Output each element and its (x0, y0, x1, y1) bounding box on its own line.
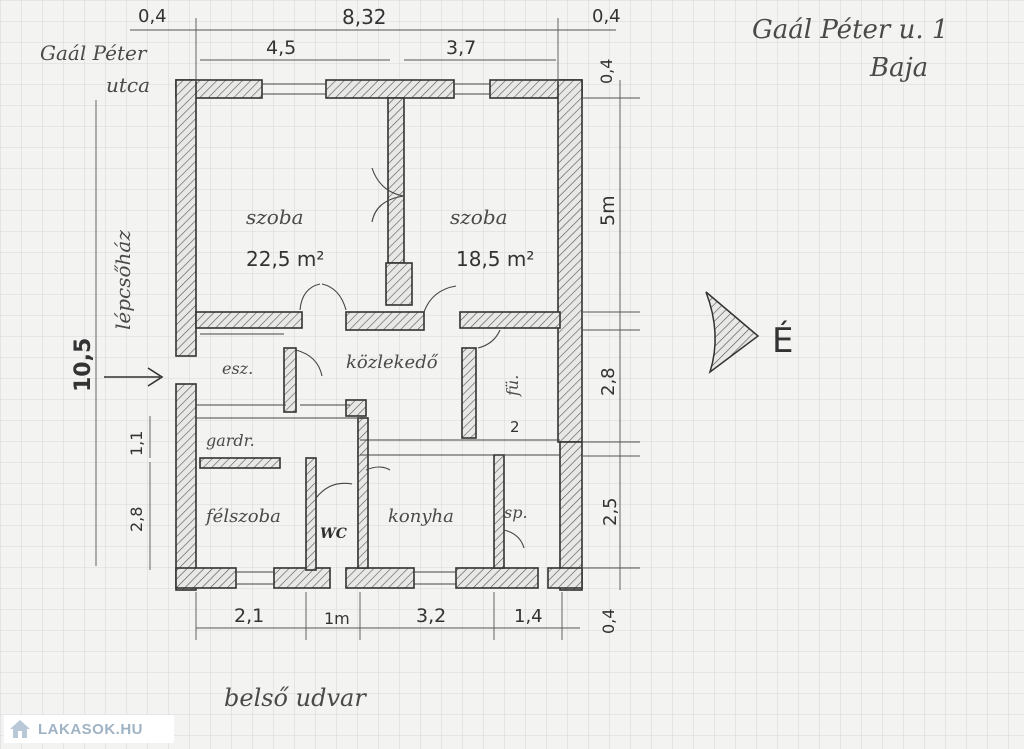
room-gardrob: gardr. (206, 431, 255, 450)
dimension-lines (95, 18, 640, 640)
watermark-text: LAKASOK.HU (38, 720, 143, 738)
watermark-logo: LAKASOK.HU (4, 715, 174, 743)
dim-left-small: 1,1 (127, 431, 146, 456)
entrance-arrow (104, 367, 164, 387)
dim-bottom-1: 2,1 (234, 605, 264, 627)
stairwell-label: lépcsőház (111, 230, 135, 330)
room-2-name: szoba (450, 205, 508, 229)
north-letter: É (772, 320, 793, 361)
address-line-2: Baja (869, 53, 928, 83)
room-wc: WC (320, 526, 347, 542)
dim-total-height: 10,5 (71, 338, 96, 392)
outer-walls (175, 79, 583, 591)
dim-right-middle: 2,8 (598, 367, 619, 396)
dim-right-bottom-wall: 0,4 (599, 609, 618, 634)
house-icon (10, 720, 30, 738)
room-furdo: fü. (503, 375, 522, 397)
room-konyha: konyha (388, 506, 454, 527)
dim-bottom-4: 1,4 (514, 606, 543, 627)
street-name-line-1: Gaál Péter (40, 41, 148, 65)
address-line-1: Gaál Péter u. 1 (752, 15, 948, 45)
dim-bottom-2: 1m (324, 609, 350, 628)
dim-total-width: 8,32 (342, 5, 387, 29)
north-arrow-icon (705, 291, 760, 375)
room-furdo-number: 2 (510, 418, 520, 436)
inner-walls (195, 97, 561, 571)
door-swings (295, 167, 525, 549)
dim-right-lower: 2,5 (600, 497, 621, 526)
room-1-name: szoba (246, 205, 304, 229)
dim-room-left-width: 4,5 (266, 37, 296, 59)
room-1-area: 22,5 m² (246, 247, 324, 271)
dim-room-right-width: 3,7 (446, 37, 476, 59)
dim-left-lower: 2,8 (127, 507, 146, 532)
windows (236, 83, 490, 585)
dim-right-top-wall: 0,4 (597, 59, 616, 84)
street-name-line-2: utca (106, 73, 150, 97)
dim-right-rooms-depth: 5m (597, 195, 619, 226)
courtyard-label: belső udvar (224, 684, 367, 712)
room-eloszoba: esz. (222, 359, 253, 378)
dim-top-left-wall: 0,4 (138, 6, 167, 27)
dim-top-right-wall: 0,4 (592, 6, 621, 27)
room-kozlekedo: közlekedő (346, 352, 439, 373)
dim-bottom-3: 3,2 (416, 605, 446, 627)
room-2-area: 18,5 m² (456, 247, 534, 271)
room-felszoba: félszoba (204, 506, 281, 527)
room-spajz: sp. (504, 503, 528, 522)
